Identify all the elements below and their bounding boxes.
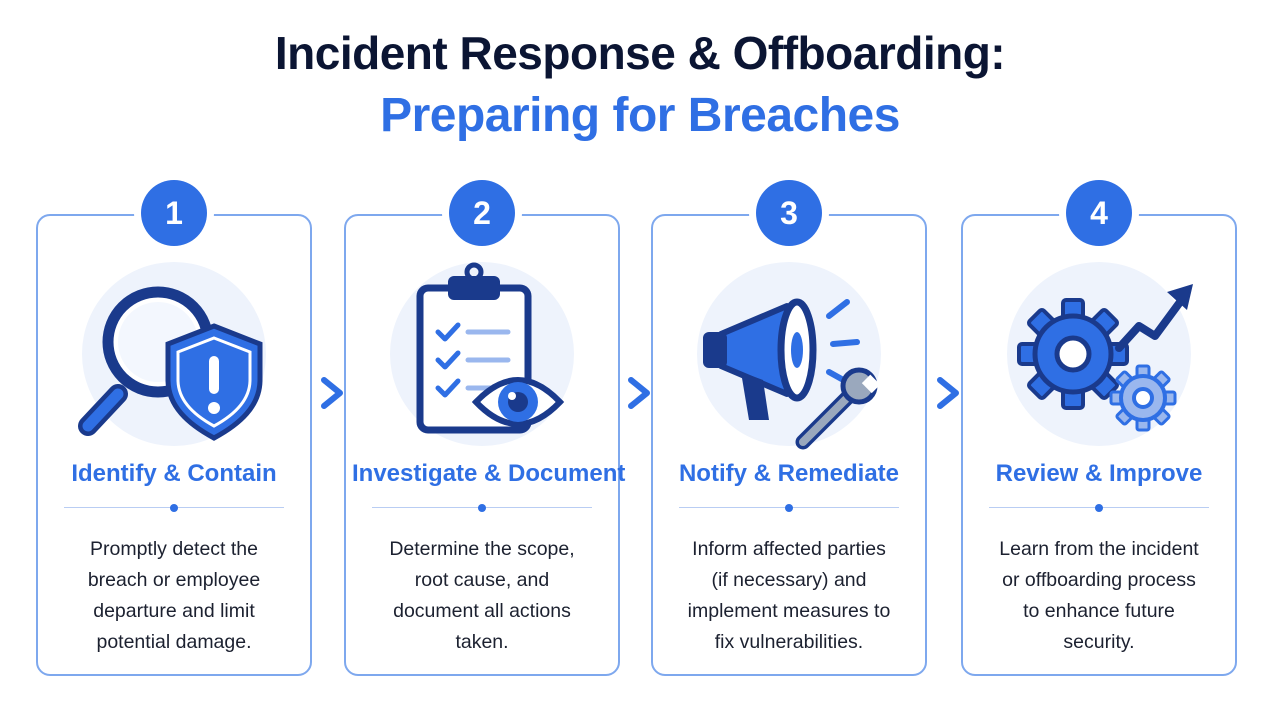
magnifier-shield-icon: [78, 286, 263, 441]
gears-arrow-icon: [1017, 284, 1193, 432]
step-card-2: 2 Investigate & Document Determine the s…: [344, 180, 626, 676]
step-number-badge-4: 4: [1066, 180, 1132, 246]
step-title-3: Notify & Remediate: [678, 460, 900, 487]
divider-dot: [170, 504, 178, 512]
chevron-right-icon: [321, 377, 343, 409]
step-title-4: Review & Improve: [995, 460, 1203, 487]
step-title-1: Identify & Contain: [71, 460, 277, 487]
chevron-right-icon: [628, 377, 650, 409]
step-description-4: Learn from the incident or offboarding p…: [999, 538, 1199, 653]
step-card-4: 4: [961, 180, 1237, 676]
divider-dot: [1095, 504, 1103, 512]
chevron-right-icon: [937, 377, 959, 409]
divider-dot: [478, 504, 486, 512]
page-title: Incident Response & Offboarding:: [274, 27, 1006, 79]
page-subtitle: Preparing for Breaches: [380, 89, 900, 142]
step-card-1: 1 Identify & Contain Promptly detect the…: [36, 180, 312, 676]
step-number-badge-1: 1: [141, 180, 207, 246]
step-number-badge-2: 2: [449, 180, 515, 246]
step-description-2: Determine the scope, root cause, and doc…: [389, 538, 575, 653]
step-description-1: Promptly detect the breach or employee d…: [87, 538, 261, 653]
divider-dot: [785, 504, 793, 512]
megaphone-wrench-icon: [703, 298, 881, 450]
step-description-3: Inform affected parties (if necessary) a…: [687, 538, 891, 653]
step-card-3: 3 Notify & Remediate Inform affected par…: [651, 180, 927, 676]
clipboard-eye-icon: [416, 262, 565, 434]
step-title-2: Investigate & Document: [352, 460, 626, 487]
step-number-badge-3: 3: [756, 180, 822, 246]
